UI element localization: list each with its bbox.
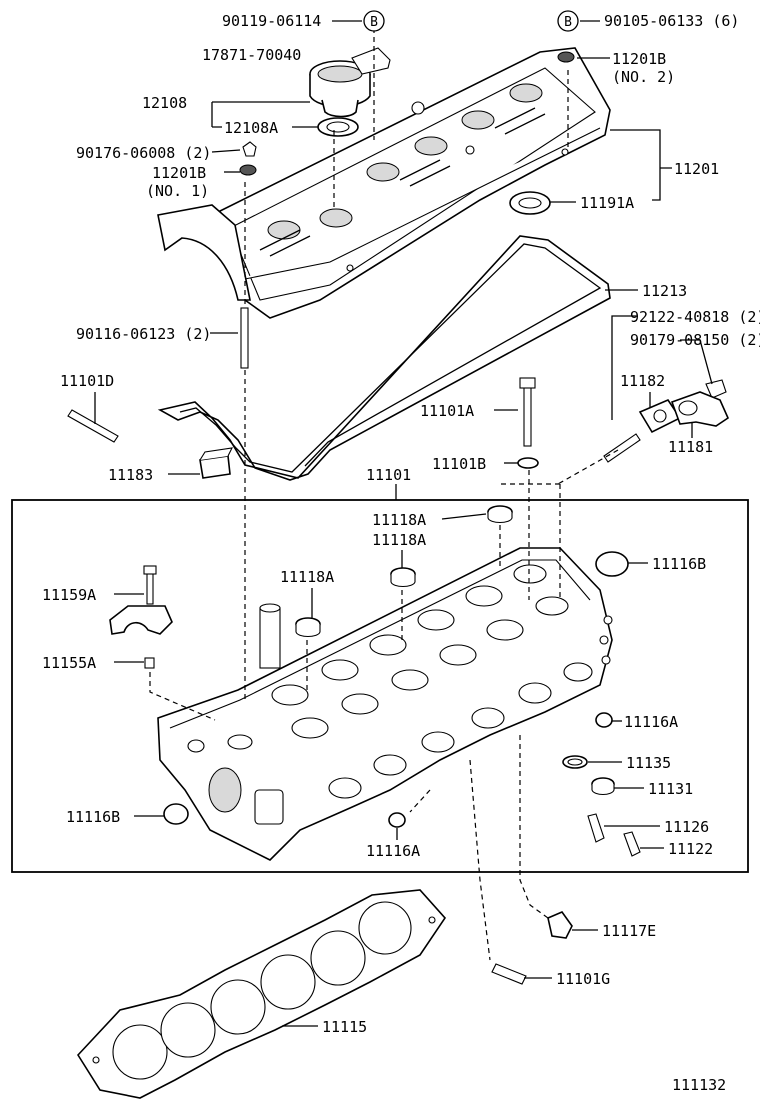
bolt-11101a: [519, 377, 536, 447]
bolt-90179: [705, 379, 727, 399]
washer-11101b: [517, 457, 539, 469]
seal-11191a: [509, 191, 551, 215]
label-11182: 11182: [620, 372, 665, 390]
label-11126: 11126: [664, 818, 709, 836]
guide-11126: [587, 813, 605, 843]
label-11116a-right: 11116A: [624, 713, 678, 731]
label-12108a: 12108A: [224, 119, 278, 137]
dowel-11155a: [144, 657, 155, 669]
label-11122: 11122: [668, 840, 713, 858]
label-11191a: 11191A: [580, 194, 634, 212]
plug-11116b-right: [595, 551, 629, 577]
grommet-no1: [239, 164, 257, 176]
label-12108: 12108: [142, 94, 187, 112]
washer-90176: [242, 141, 257, 157]
label-90105-06133: 90105-06133 (6): [604, 12, 739, 30]
label-90176-06008: 90176-06008 (2): [76, 144, 211, 162]
bolt-11159a: [143, 565, 157, 605]
figure-code: 111132: [672, 1076, 726, 1094]
label-11201b-no1: 11201B: [152, 164, 206, 182]
label-90116-06123: 90116-06123 (2): [76, 325, 211, 343]
bearing-cap-11155a-upper: [109, 605, 173, 635]
svg-text:B: B: [564, 15, 572, 30]
label-11118a-3: 11118A: [280, 568, 334, 586]
label-11116b-left: 11116B: [66, 808, 120, 826]
plug-11183: [199, 447, 233, 479]
water-outlet-11181: [670, 391, 730, 427]
cylinder-head-gasket: [76, 889, 447, 1099]
label-11213: 11213: [642, 282, 687, 300]
grommet-no2: [557, 51, 575, 63]
label-11155a: 11155A: [42, 654, 96, 672]
stud-11101g: [491, 963, 527, 985]
stud-11101d: [67, 409, 119, 443]
oil-filler-cap: [309, 60, 371, 118]
alignment-lines: [149, 28, 619, 961]
marker-b-right: B: [557, 10, 579, 32]
plug-11116a-bottom: [388, 812, 406, 828]
cylinder-head-frame: [11, 499, 749, 873]
seal-11118a-left: [295, 617, 321, 638]
label-11116b-right: 11116B: [652, 555, 706, 573]
ring-11131: [591, 777, 615, 796]
label-11118a-2: 11118A: [372, 531, 426, 549]
label-11183: 11183: [108, 466, 153, 484]
guide-11122: [623, 831, 641, 857]
label-11118a-1: 11118A: [372, 511, 426, 529]
label-11101b: 11101B: [432, 455, 486, 473]
seal-11118a-mid: [390, 567, 416, 588]
label-17871-70040: 17871-70040: [202, 46, 301, 64]
label-11201: 11201: [674, 160, 719, 178]
ring-11135: [562, 755, 588, 769]
leader-lines: [94, 20, 713, 1027]
label-11116a-bottom: 11116A: [366, 842, 420, 860]
cylinder-head-cover: [157, 47, 611, 319]
label-90119-06114: 90119-06114: [222, 12, 321, 30]
label-11135: 11135: [626, 754, 671, 772]
plug-11116a-right: [595, 712, 613, 728]
label-90179-08150: 90179-08150 (2): [630, 331, 760, 349]
seal-11118a-upper: [487, 505, 513, 524]
marker-b-left: B: [363, 10, 385, 32]
plug-11116b-left: [163, 803, 189, 825]
label-11101a: 11101A: [420, 402, 474, 420]
label-11159a: 11159A: [42, 586, 96, 604]
oil-filler-cap-gasket: [317, 117, 359, 137]
label-11101g: 11101G: [556, 970, 610, 988]
label-11101: 11101: [366, 466, 411, 484]
label-92122-40818: 92122-40818 (2): [630, 308, 760, 326]
label-11201b-no2: 11201B: [612, 50, 666, 68]
svg-text:B: B: [370, 15, 378, 30]
label-11115: 11115: [322, 1018, 367, 1036]
head-cover-gasket: [157, 235, 611, 481]
label-no2: (NO. 2): [612, 68, 675, 86]
sleeve-tube: [259, 603, 281, 669]
cylinder-head: [157, 547, 613, 861]
plug-11117e: [547, 911, 573, 939]
label-11131: 11131: [648, 780, 693, 798]
label-11117e: 11117E: [602, 922, 656, 940]
label-no1: (NO. 1): [146, 182, 209, 200]
label-11181: 11181: [668, 438, 713, 456]
stud-92122: [603, 433, 641, 463]
stud-90116: [240, 307, 249, 369]
label-11101d: 11101D: [60, 372, 114, 390]
